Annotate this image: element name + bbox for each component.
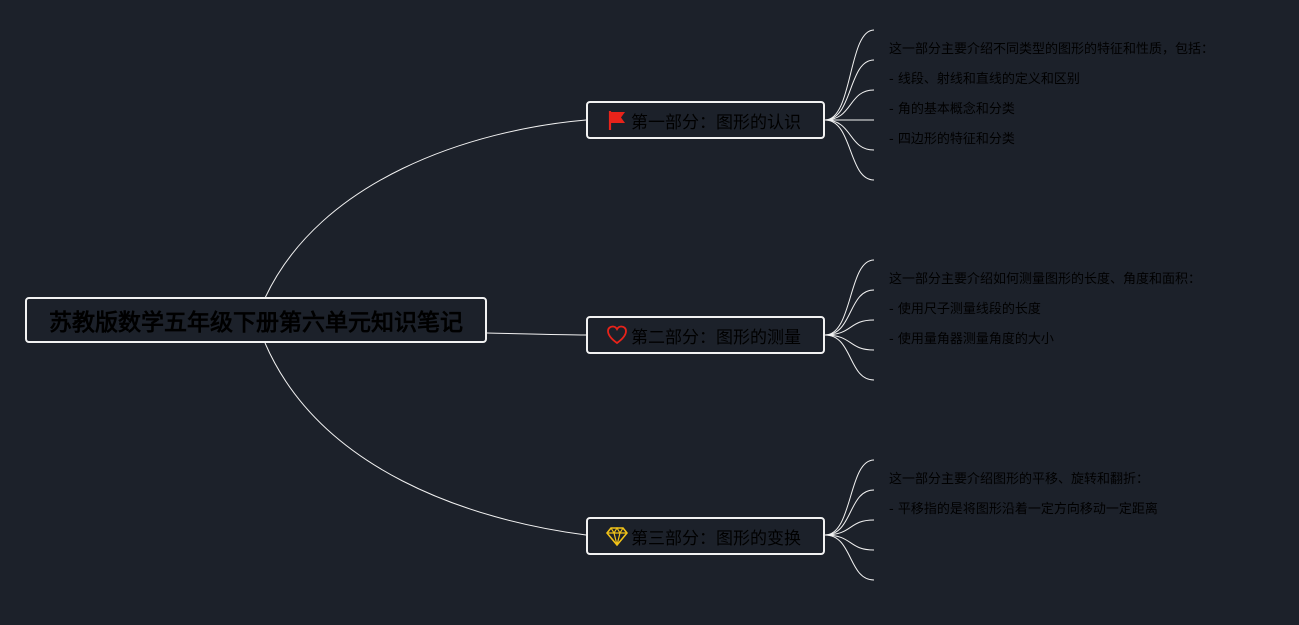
leaf-item[interactable]: - 使用尺子测量线段的长度 [889,302,1041,317]
leaf-connector-line [824,119,875,181]
leaf-connector-line [824,259,875,336]
leaf-item[interactable]: - 四边形的特征和分类 [889,132,1015,147]
root-topic[interactable]: 苏教版数学五年级下册第六单元知识笔记 [25,297,487,343]
leaf-connector-lines [824,29,875,581]
leaf-item[interactable]: - 使用量角器测量角度的大小 [889,332,1054,347]
leaf-item[interactable]: 这一部分主要介绍不同类型的图形的特征和性质，包括： [889,42,1215,57]
leaf-connector-line [824,89,875,121]
branch-topic-3-label: 第三部分：图形的变换 [631,528,801,549]
leaf-connector-line [824,319,875,336]
leaf-connector-line [824,334,875,351]
red-flag-icon [606,109,628,131]
leaf-connector-line [824,519,875,536]
branch-topic-3[interactable]: 第三部分：图形的变换 [586,517,825,555]
diamond-icon [606,525,628,547]
leaf-item[interactable]: - 角的基本概念和分类 [889,102,1015,117]
leaf-connector-line [824,534,875,551]
root-to-branch-3-line [264,342,587,536]
leaf-connector-line [824,459,875,536]
leaf-connector-line [824,534,875,581]
leaf-item[interactable]: 这一部分主要介绍图形的平移、旋转和翻折： [889,472,1150,487]
branch-topic-1[interactable]: 第一部分：图形的认识 [586,101,825,139]
branch-topic-2-label: 第二部分：图形的测量 [631,327,801,348]
leaf-connector-line [824,59,875,121]
leaf-item[interactable]: 这一部分主要介绍如何测量图形的长度、角度和面积： [889,272,1202,287]
leaf-connector-line [824,289,875,336]
leaf-connector-line [824,119,875,151]
branch-topic-2[interactable]: 第二部分：图形的测量 [586,316,825,354]
leaf-connector-line [824,334,875,381]
root-topic-label: 苏教版数学五年级下册第六单元知识笔记 [49,310,463,336]
leaf-item[interactable]: - 线段、射线和直线的定义和区别 [889,72,1080,87]
root-to-branch-1-line [264,119,587,299]
leaf-connector-line [824,29,875,121]
root-to-branch-2-line [486,332,587,336]
branch-topic-1-label: 第一部分：图形的认识 [631,112,801,133]
heart-icon [606,324,628,346]
leaf-connector-line [824,489,875,536]
leaf-item[interactable]: - 平移指的是将图形沿着一定方向移动一定距离 [889,502,1158,517]
